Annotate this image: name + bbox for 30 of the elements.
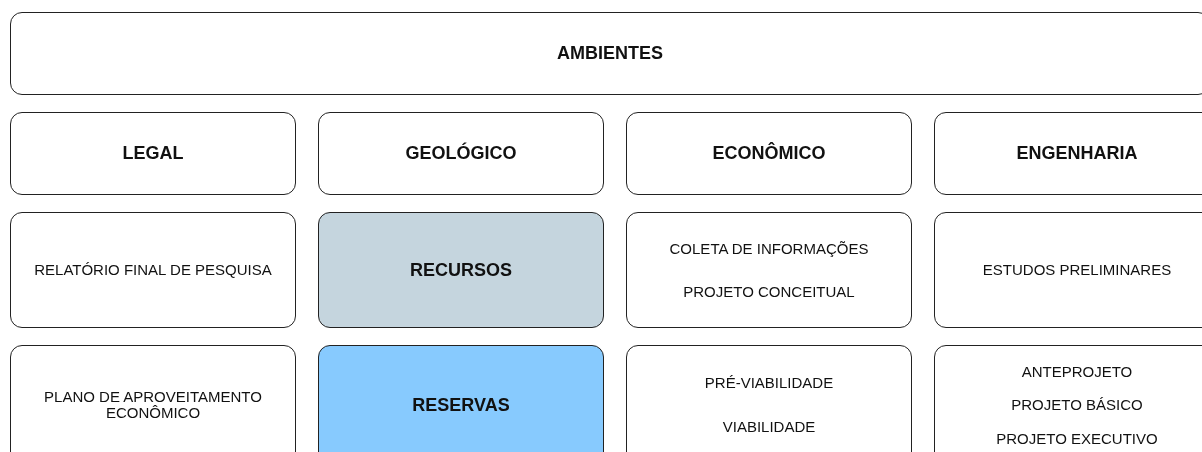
stage-box [626, 212, 912, 328]
stage-box [626, 345, 912, 452]
box-heading: RECURSOS [410, 260, 512, 280]
stage-box [934, 212, 1202, 328]
box-text: PLANO DE APROVEITAMENTO ECONÔMICO [43, 389, 263, 421]
box-heading: ENGENHARIA [1016, 144, 1138, 163]
box-heading: ECONÔMICO [712, 144, 826, 163]
box-text: PRÉ-VIABILIDADE [704, 374, 834, 391]
stage-box [10, 212, 296, 328]
header-box [318, 112, 604, 195]
header-box [10, 112, 296, 195]
box-text: PROJETO EXECUTIVO [996, 430, 1158, 447]
stage-box [10, 345, 296, 452]
box-heading: RESERVAS [412, 395, 510, 415]
box-heading: GEOLÓGICO [405, 144, 517, 163]
box-text: ANTEPROJETO [1021, 363, 1133, 380]
box-text: VIABILIDADE [722, 419, 816, 436]
header-box [934, 112, 1202, 195]
group-box [10, 12, 1202, 95]
box-text: RELATÓRIO FINAL DE PESQUISA [34, 262, 272, 278]
box-text: PROJETO CONCEITUAL [683, 283, 855, 300]
box-heading: AMBIENTES [557, 44, 663, 63]
box-text: ESTUDOS PRELIMINARES [982, 262, 1172, 278]
box-text: COLETA DE INFORMAÇÕES [669, 240, 869, 257]
box-text: PROJETO BÁSICO [1011, 397, 1143, 413]
highlight-box [318, 345, 604, 452]
box-heading: LEGAL [122, 144, 184, 163]
stage-box [934, 345, 1202, 452]
highlight-box [318, 212, 604, 328]
header-box [626, 112, 912, 195]
